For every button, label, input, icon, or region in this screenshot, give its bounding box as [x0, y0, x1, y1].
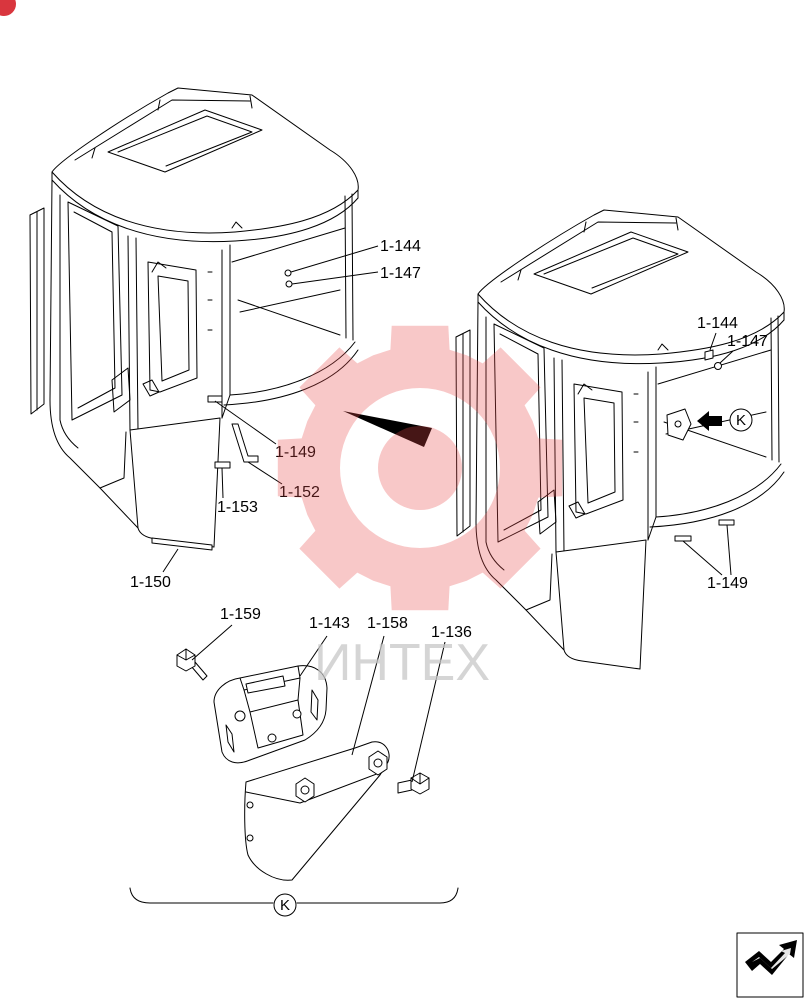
leader-line	[214, 400, 277, 445]
callout-label[interactable]: 1-152	[279, 484, 320, 501]
washer-part	[285, 280, 293, 288]
left-cab-view: 1-144 1-147 1-149 1-152 1-153 1-150	[29, 87, 421, 591]
leader-line	[682, 540, 723, 576]
brand-badge-icon	[0, 0, 16, 16]
bracket-part	[213, 665, 328, 764]
tab-part	[674, 535, 692, 542]
detail-marker-circle	[273, 893, 297, 917]
leader-line	[247, 461, 283, 485]
next-page-arrow-icon[interactable]	[736, 932, 804, 998]
callout-label[interactable]: 1-159	[220, 606, 261, 623]
view-marker-circle	[729, 408, 753, 432]
bolt-hole	[674, 420, 682, 428]
gear-logo-core	[378, 426, 462, 510]
callout-label[interactable]: 1-150	[130, 574, 171, 591]
watermark: ИНТЕХ	[277, 325, 563, 692]
callout-label[interactable]: 1-143	[309, 615, 350, 632]
callout-label[interactable]: 1-144	[697, 315, 738, 332]
leader-line	[299, 635, 328, 677]
detail-k-view: 1-159 1-143 1-158 1-136 K	[129, 606, 472, 917]
view-direction-arrow-icon	[697, 411, 722, 431]
tab-part	[718, 519, 735, 526]
callout-label[interactable]: 1-158	[367, 615, 408, 632]
view-pointer-wedge	[343, 411, 432, 447]
seal-strip-part	[151, 537, 213, 551]
bolt-part	[397, 772, 430, 795]
detail-brace	[129, 887, 459, 904]
view-marker-label: K	[736, 412, 746, 429]
callout-label[interactable]: 1-136	[431, 624, 472, 641]
callout-label[interactable]: 1-144	[380, 238, 421, 255]
callout-label[interactable]: 1-149	[275, 444, 316, 461]
gear-logo-icon	[277, 325, 563, 611]
screw-part	[704, 349, 714, 361]
mount-plate-part	[666, 408, 692, 441]
plate-part	[244, 741, 390, 881]
bracket-part	[231, 423, 259, 463]
screw-part	[284, 269, 292, 277]
callout-label[interactable]: 1-147	[380, 265, 421, 282]
leader-line	[291, 271, 379, 285]
callout-label[interactable]: 1-149	[707, 575, 748, 592]
leader-line	[162, 548, 179, 573]
leader-line	[726, 524, 732, 576]
leader-line	[709, 332, 717, 351]
right-cab-view: K 1-144 1-147 1-149	[455, 209, 785, 670]
leader-line	[351, 635, 385, 756]
detail-marker-label: K	[280, 897, 290, 914]
leader-line	[191, 624, 233, 661]
leader-line	[719, 350, 734, 364]
callout-label[interactable]: 1-153	[217, 499, 258, 516]
watermark-text: ИНТЕХ	[314, 634, 490, 692]
washer-part	[714, 362, 722, 370]
leader-line	[221, 467, 224, 499]
bolt-part	[176, 648, 208, 681]
tab-part	[207, 395, 223, 403]
leader-line	[411, 641, 446, 783]
leader-line	[290, 245, 379, 273]
tab-part	[214, 461, 231, 469]
callout-label[interactable]: 1-147	[727, 333, 768, 350]
